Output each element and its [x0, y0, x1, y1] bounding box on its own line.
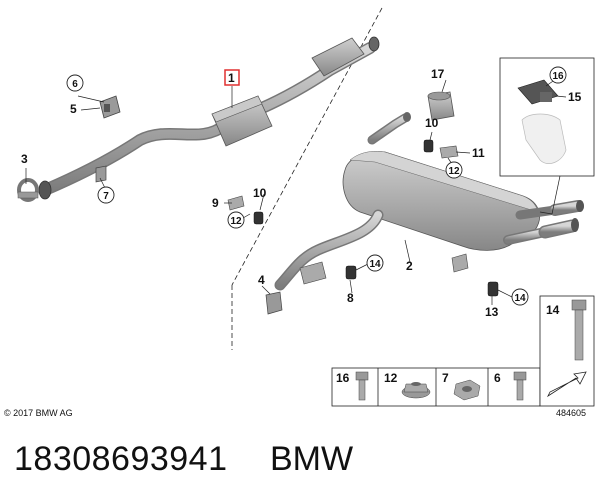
svg-text:6: 6	[72, 79, 78, 90]
front-pipe	[38, 36, 380, 200]
hanger-part-7	[95, 165, 107, 183]
callout-3[interactable]: 3	[21, 152, 28, 166]
svg-text:7: 7	[103, 191, 109, 202]
nut-7-icon	[453, 379, 481, 401]
svg-text:12: 12	[230, 216, 242, 227]
image-code: 484605	[556, 408, 586, 418]
callout-2[interactable]: 2	[406, 259, 413, 273]
copyright: © 2017 BMW AG	[4, 408, 73, 418]
svg-text:14: 14	[514, 293, 526, 304]
callout-16[interactable]: 16	[549, 66, 567, 84]
bracket-part-11	[439, 145, 459, 159]
bolt-14-icon	[571, 299, 587, 361]
exhaust-system-diagram: 1 2 3 4 5 8 9 10 10 11 13 15 17 6 7 12 1…	[4, 7, 595, 418]
arrow-icon	[546, 371, 587, 398]
callout-12a[interactable]: 12	[227, 211, 245, 229]
rubber-mounts	[253, 139, 499, 297]
inset-detail-box	[499, 57, 595, 177]
callout-10a[interactable]: 10	[253, 186, 267, 200]
hanger-part-4	[265, 261, 327, 315]
part-number: 18308693941	[14, 440, 228, 478]
callout-8[interactable]: 8	[347, 291, 354, 305]
callout-14a[interactable]: 14	[366, 254, 384, 272]
tailpipe-trim-part	[427, 91, 455, 121]
mount-part-455	[451, 253, 469, 273]
bolt-6-icon	[513, 371, 527, 401]
callout-13[interactable]: 13	[485, 305, 499, 319]
callout-labels: 1 2 3 4 5 8 9 10 10 11 13 15 17	[21, 67, 582, 319]
bolt-16-icon	[355, 371, 369, 401]
callout-14b[interactable]: 14	[511, 288, 529, 306]
callout-6[interactable]: 6	[66, 74, 84, 92]
callout-12b[interactable]: 12	[445, 161, 463, 179]
callout-17[interactable]: 17	[431, 67, 445, 81]
bracket-part	[99, 95, 121, 119]
brand-name: BMW	[270, 440, 354, 478]
callout-9[interactable]: 9	[212, 196, 219, 210]
svg-text:14: 14	[369, 259, 381, 270]
callout-1[interactable]: 1	[228, 71, 235, 85]
legend-16: 16	[336, 371, 350, 385]
legend-12: 12	[384, 371, 398, 385]
clamp-part	[17, 178, 39, 202]
circled-callouts: 6 7 12 12 14 14 16	[66, 66, 567, 306]
svg-text:12: 12	[448, 166, 460, 177]
callout-10b[interactable]: 10	[425, 116, 439, 130]
legend-14: 14	[546, 303, 560, 317]
hardware-legend: 16 12 7 6 14	[331, 295, 595, 407]
callout-4[interactable]: 4	[258, 273, 265, 287]
callout-15[interactable]: 15	[568, 90, 582, 104]
callout-11[interactable]: 11	[472, 146, 485, 160]
rear-silencer	[274, 112, 584, 291]
flange-nut-12-icon	[401, 382, 431, 399]
legend-7: 7	[442, 371, 449, 385]
svg-text:16: 16	[552, 71, 564, 82]
legend-6: 6	[494, 371, 501, 385]
callout-5[interactable]: 5	[70, 102, 77, 116]
bracket-part-9	[227, 195, 245, 211]
callout-7[interactable]: 7	[97, 186, 115, 204]
part-1-highlight[interactable]	[224, 69, 240, 86]
